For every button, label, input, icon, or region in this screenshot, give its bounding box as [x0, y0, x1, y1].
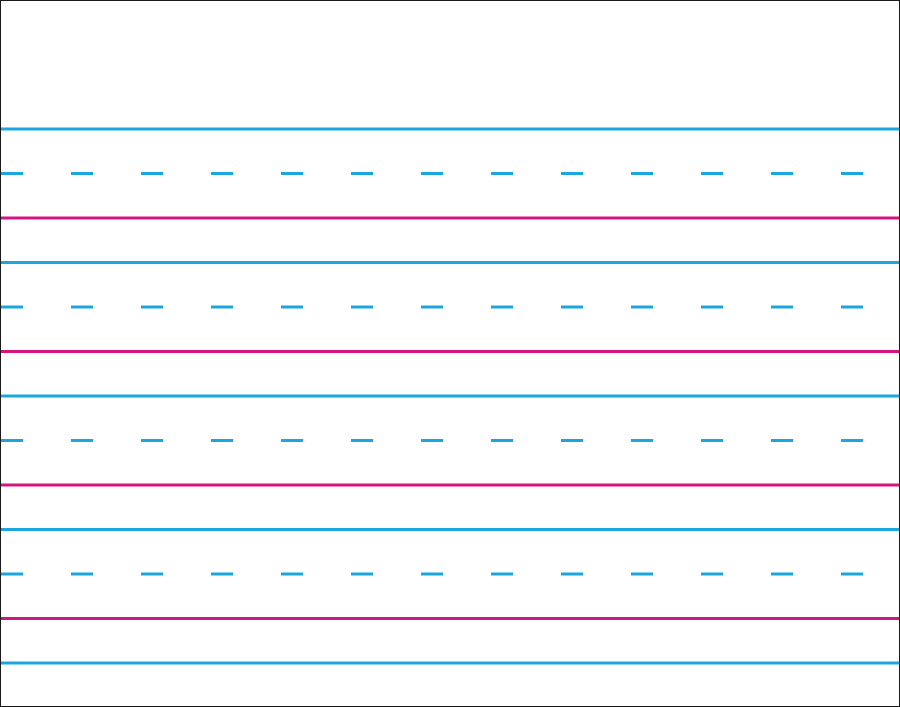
ruled-lines [1, 127, 899, 665]
